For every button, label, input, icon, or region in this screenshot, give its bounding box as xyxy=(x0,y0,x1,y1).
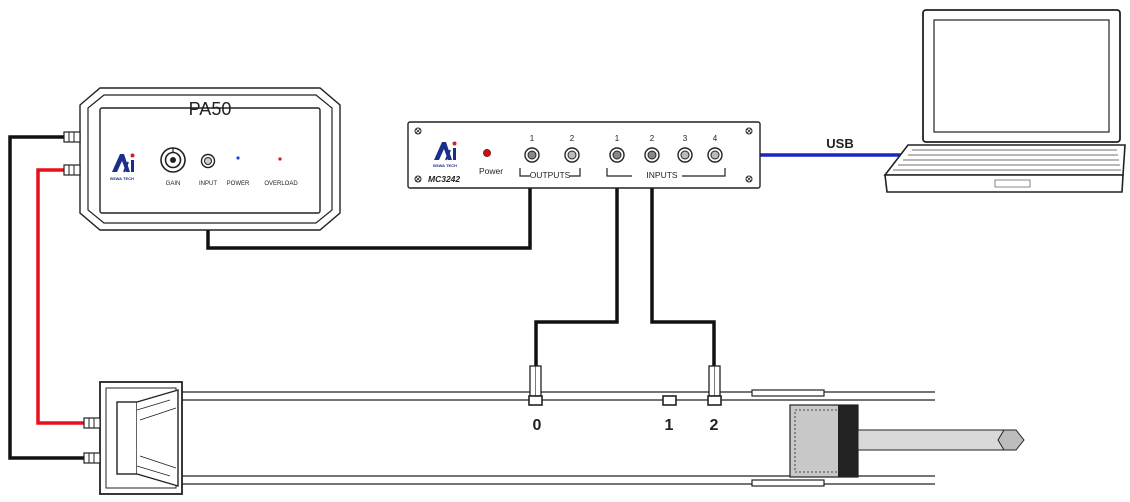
speaker-terminal-red xyxy=(83,417,101,429)
microphone-2-cable xyxy=(650,155,716,366)
laptop-keyboard-keys xyxy=(893,149,1121,171)
overload-label: OVERLOAD xyxy=(264,181,298,187)
input-channel-4-label: 4 xyxy=(713,134,718,143)
outputs-bracket xyxy=(519,168,581,177)
overload-led xyxy=(278,157,282,161)
screw-icon xyxy=(745,175,753,183)
data-acquisition-unit: BSWA TECH MC3242 Power 1 2 OUTPUTS 1 2 3… xyxy=(407,121,761,189)
amplifier-output-wire-red xyxy=(36,168,88,425)
impedance-tube: 0 1 2 xyxy=(83,365,1025,495)
microphone-2 xyxy=(707,365,722,406)
amplifier-output-wire-black xyxy=(8,135,90,460)
amplifier-brand-text: BSWA TECH xyxy=(110,176,134,181)
laptop-base xyxy=(884,174,1124,193)
laptop-screen xyxy=(933,19,1110,133)
input-channel-3-label: 3 xyxy=(683,134,688,143)
output-channel-2-label: 2 xyxy=(570,134,575,143)
loudspeaker-housing xyxy=(83,381,183,495)
microphone-0-cable xyxy=(534,155,619,366)
microphone-0 xyxy=(528,365,543,406)
outputs-label: OUTPUTS xyxy=(530,170,571,180)
inputs-bracket xyxy=(606,168,726,177)
power-led xyxy=(236,156,240,160)
microphone-port-1 xyxy=(662,395,677,406)
tube-flange-top xyxy=(751,389,825,397)
laptop-touchpad xyxy=(994,179,1031,188)
input-channel-2-label: 2 xyxy=(650,134,655,143)
input-label: INPUT xyxy=(199,181,217,187)
piston-rod xyxy=(857,429,1005,451)
output-jack-2 xyxy=(564,147,580,163)
daq-power-label: Power xyxy=(479,166,503,176)
screw-icon xyxy=(745,127,753,135)
amplifier-input-jack xyxy=(200,153,216,169)
input-jack-1 xyxy=(609,147,625,163)
output-jack-1 xyxy=(524,147,540,163)
amplifier-brand-logo: BSWA TECH xyxy=(110,153,135,181)
output-channel-1-label: 1 xyxy=(530,134,535,143)
power-amplifier: PA50 BSWA TECH GAIN INPUT POWER OVERLO xyxy=(63,87,341,231)
amplifier-output-connector-1 xyxy=(63,131,81,143)
termination-piston xyxy=(789,404,1025,478)
piston-seal xyxy=(838,405,858,477)
amplifier-output-connector-2 xyxy=(63,164,81,176)
tube-flange-bottom xyxy=(751,479,825,487)
daq-power-led xyxy=(483,149,491,157)
daq-model-label: MC3242 xyxy=(428,174,460,184)
input-jack-2 xyxy=(644,147,660,163)
amplifier-model-label: PA50 xyxy=(189,99,232,119)
speaker-cone xyxy=(136,389,179,487)
speaker-terminal-black xyxy=(83,452,101,464)
input-jack-4 xyxy=(707,147,723,163)
power-label: POWER xyxy=(227,181,250,187)
inputs-label: INPUTS xyxy=(646,170,678,180)
position-label-0: 0 xyxy=(533,417,542,434)
gain-knob xyxy=(160,147,186,173)
daq-brand-text: BSWA TECH xyxy=(433,163,457,168)
input-jack-3 xyxy=(677,147,693,163)
screw-icon xyxy=(414,175,422,183)
gain-label: GAIN xyxy=(166,181,181,187)
daq-brand-logo: BSWA TECH xyxy=(433,141,457,168)
screw-icon xyxy=(414,127,422,135)
usb-label: USB xyxy=(826,136,853,151)
laptop-computer xyxy=(883,9,1126,193)
position-label-1: 1 xyxy=(665,417,674,434)
speaker-magnet xyxy=(116,401,138,475)
position-label-2: 2 xyxy=(710,417,719,434)
piston-rod-handle xyxy=(997,429,1025,451)
input-channel-1-label: 1 xyxy=(615,134,620,143)
